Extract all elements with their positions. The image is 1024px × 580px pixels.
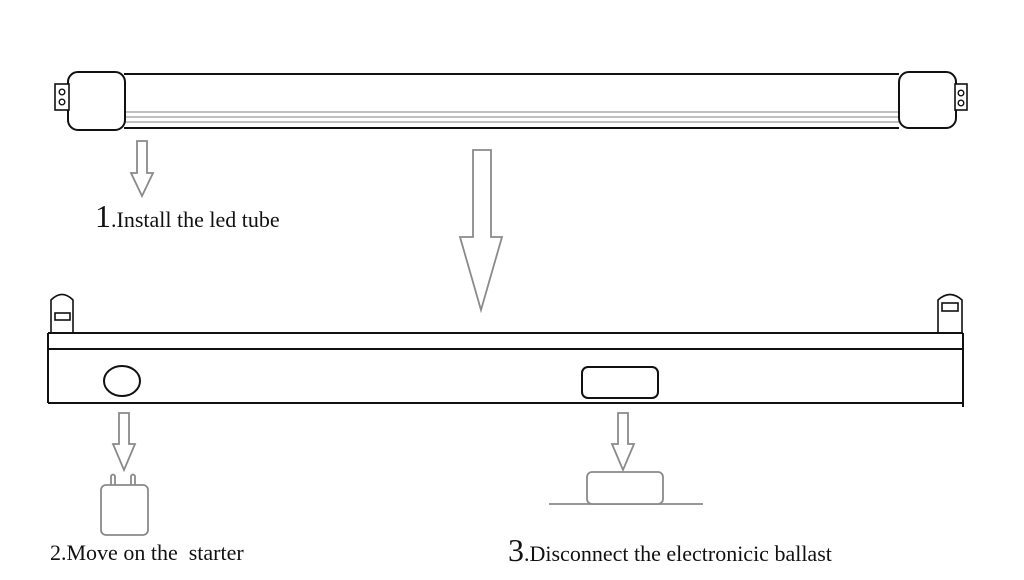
lamp-holder-right	[937, 293, 963, 333]
ballast-arrow	[610, 412, 636, 473]
step-1-text: .Install the led tube	[111, 207, 280, 232]
tube-left-cap	[54, 71, 126, 131]
fixture-icon	[47, 293, 964, 407]
led-tube-icon	[54, 71, 968, 131]
step-3-label: 3.Disconnect the electronicic ballast	[508, 534, 832, 566]
step-3-number: 3	[508, 532, 524, 568]
step-3-text: .Disconnect the electronicic ballast	[524, 541, 832, 566]
main-arrow	[458, 149, 504, 314]
step1-arrow	[129, 140, 155, 199]
starter-icon	[100, 473, 149, 536]
ballast-icon	[549, 471, 703, 505]
step-2-label: 2.Move on the starter	[50, 542, 244, 564]
tube-right-cap	[898, 71, 968, 129]
starter-socket	[103, 365, 141, 397]
step-1-label: 1.Install the led tube	[95, 200, 280, 232]
lamp-holder-left	[50, 293, 74, 333]
step-2-text: .Move on the starter	[61, 540, 244, 565]
starter-arrow	[111, 412, 137, 473]
step-2-number: 2	[50, 540, 61, 565]
arrow-down-icon	[111, 140, 636, 473]
step-1-number: 1	[95, 198, 111, 234]
ballast-slot	[581, 366, 659, 399]
